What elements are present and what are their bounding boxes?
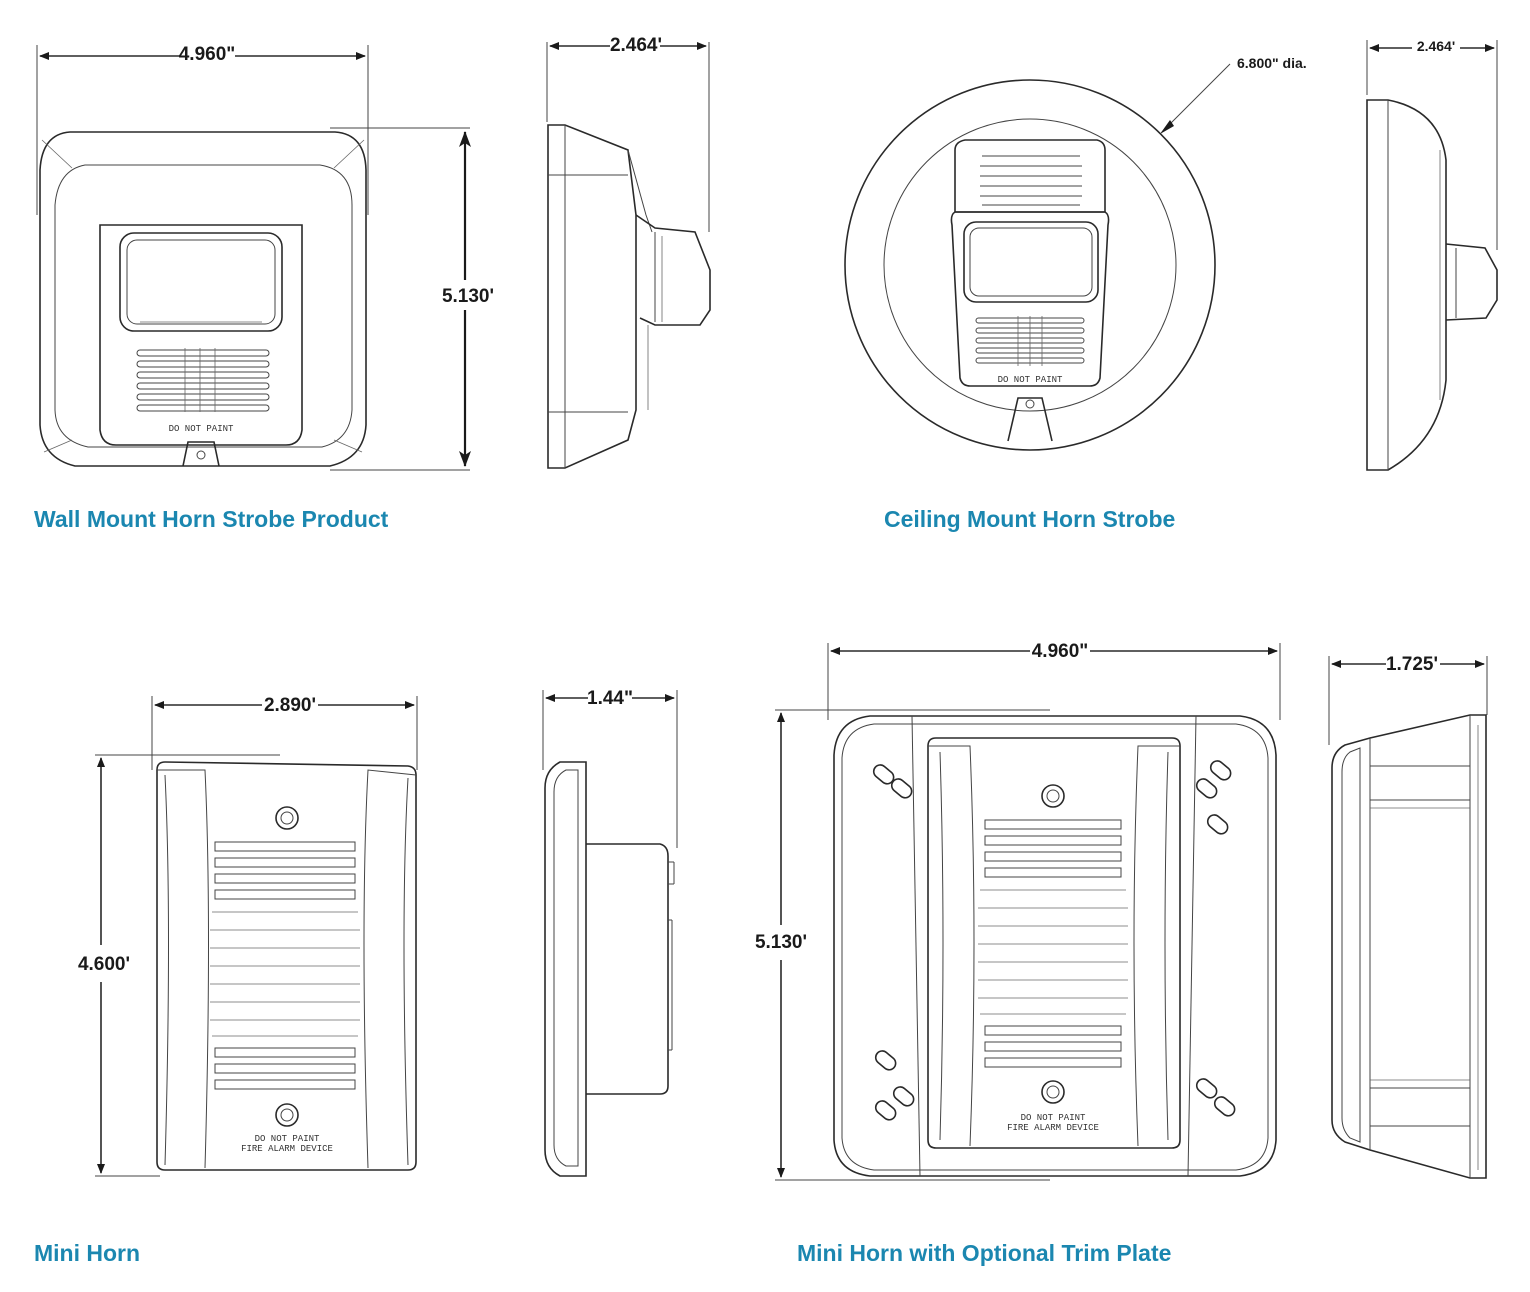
ceiling-mount-front-view: 6.800" dia. DO NOT PAINT [844,55,1307,451]
mini-horn-side-view: 1.44" [542,688,678,1177]
wall-depth-label: 2.464' [610,35,662,56]
ceiling-diameter-label: 6.800" dia. [1237,55,1307,71]
wall-width-label: 4.960" [179,44,236,65]
trim-height-label: 5.130' [755,932,807,953]
trim-marking-2: FIRE ALARM DEVICE [1007,1123,1099,1133]
trim-width-label: 4.960" [1032,641,1089,662]
mini-horn-front-view: 2.890' 4.600' [78,695,418,1177]
trim-grille [978,819,1128,1068]
mini-marking-1: DO NOT PAINT [255,1134,320,1144]
mini-grille [210,841,360,1090]
ceiling-mount-side-view: 2.464' [1366,38,1498,471]
mini-marking-2: FIRE ALARM DEVICE [241,1144,333,1154]
ceiling-lower-grille [975,316,1085,366]
wall-mount-side-view: 2.464' [546,35,711,469]
mini-horn-trim-front-view: 4.960" 5.130' [755,641,1281,1181]
trim-depth-label: 1.725' [1386,654,1438,675]
mini-depth-label: 1.44" [587,688,633,709]
caption-ceiling-mount: Ceiling Mount Horn Strobe [884,506,1175,532]
trim-mounting-slots [872,760,1236,1121]
mini-height-label: 4.600' [78,954,130,975]
caption-wall-mount: Wall Mount Horn Strobe Product [34,506,389,532]
wall-mount-front-view: 4.960" 5.130' DO NOT PAINT [36,44,494,471]
ceiling-depth-label: 2.464' [1417,38,1455,54]
trim-marking-1: DO NOT PAINT [1021,1113,1086,1123]
wall-height-label: 5.130' [442,286,494,307]
caption-mini-horn: Mini Horn [34,1240,140,1266]
caption-mini-horn-trim: Mini Horn with Optional Trim Plate [797,1240,1171,1266]
mini-horn-trim-side-view: 1.725' [1328,654,1488,1179]
ceiling-upper-grille [980,155,1082,206]
wall-marking: DO NOT PAINT [169,424,234,434]
ceiling-marking: DO NOT PAINT [998,375,1063,385]
mini-width-label: 2.890' [264,695,316,716]
wall-grille [136,348,270,412]
